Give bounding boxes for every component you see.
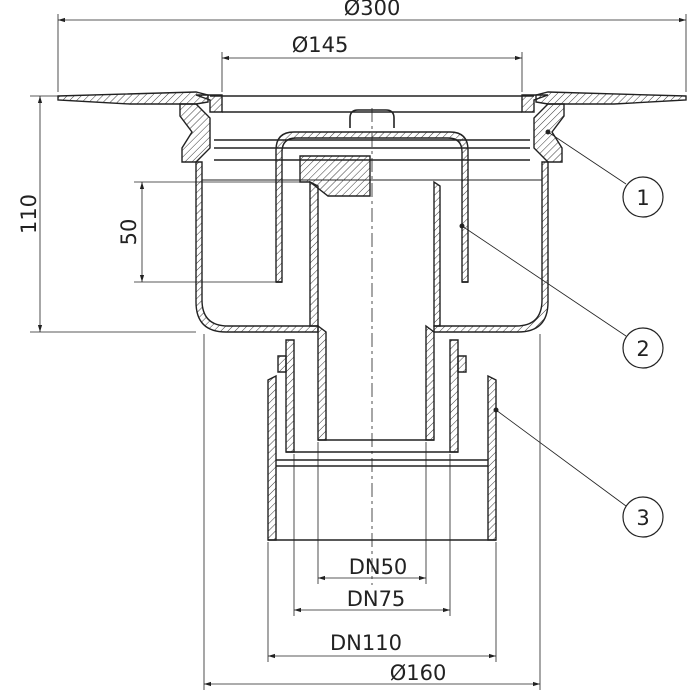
sleeve-pipe [267, 374, 497, 541]
callout-3-number: 3 [636, 506, 649, 530]
callout-1-number: 1 [636, 186, 649, 210]
callout-3: 3 [622, 496, 664, 538]
outlet-spigot [277, 324, 467, 453]
dim-grate-width: Ø145 [292, 33, 349, 57]
odour-trap-insert [275, 131, 469, 327]
extension-lines [30, 14, 687, 690]
dim-body-diameter: Ø160 [390, 661, 447, 685]
callout-2: 2 [622, 327, 664, 369]
grate-frame [179, 94, 565, 163]
dim-dn110: DN110 [330, 631, 402, 655]
leader-lines [459, 129, 627, 507]
callout-1: 1 [622, 176, 664, 218]
flange [57, 91, 687, 105]
dim-dn50: DN50 [349, 555, 408, 579]
dim-top-width: Ø300 [344, 0, 401, 20]
callout-2-number: 2 [636, 337, 649, 361]
dim-height-inner: 50 [117, 219, 141, 246]
dim-dn75: DN75 [347, 587, 406, 611]
dimension-lines [37, 17, 686, 687]
dim-height-total: 110 [17, 194, 41, 234]
